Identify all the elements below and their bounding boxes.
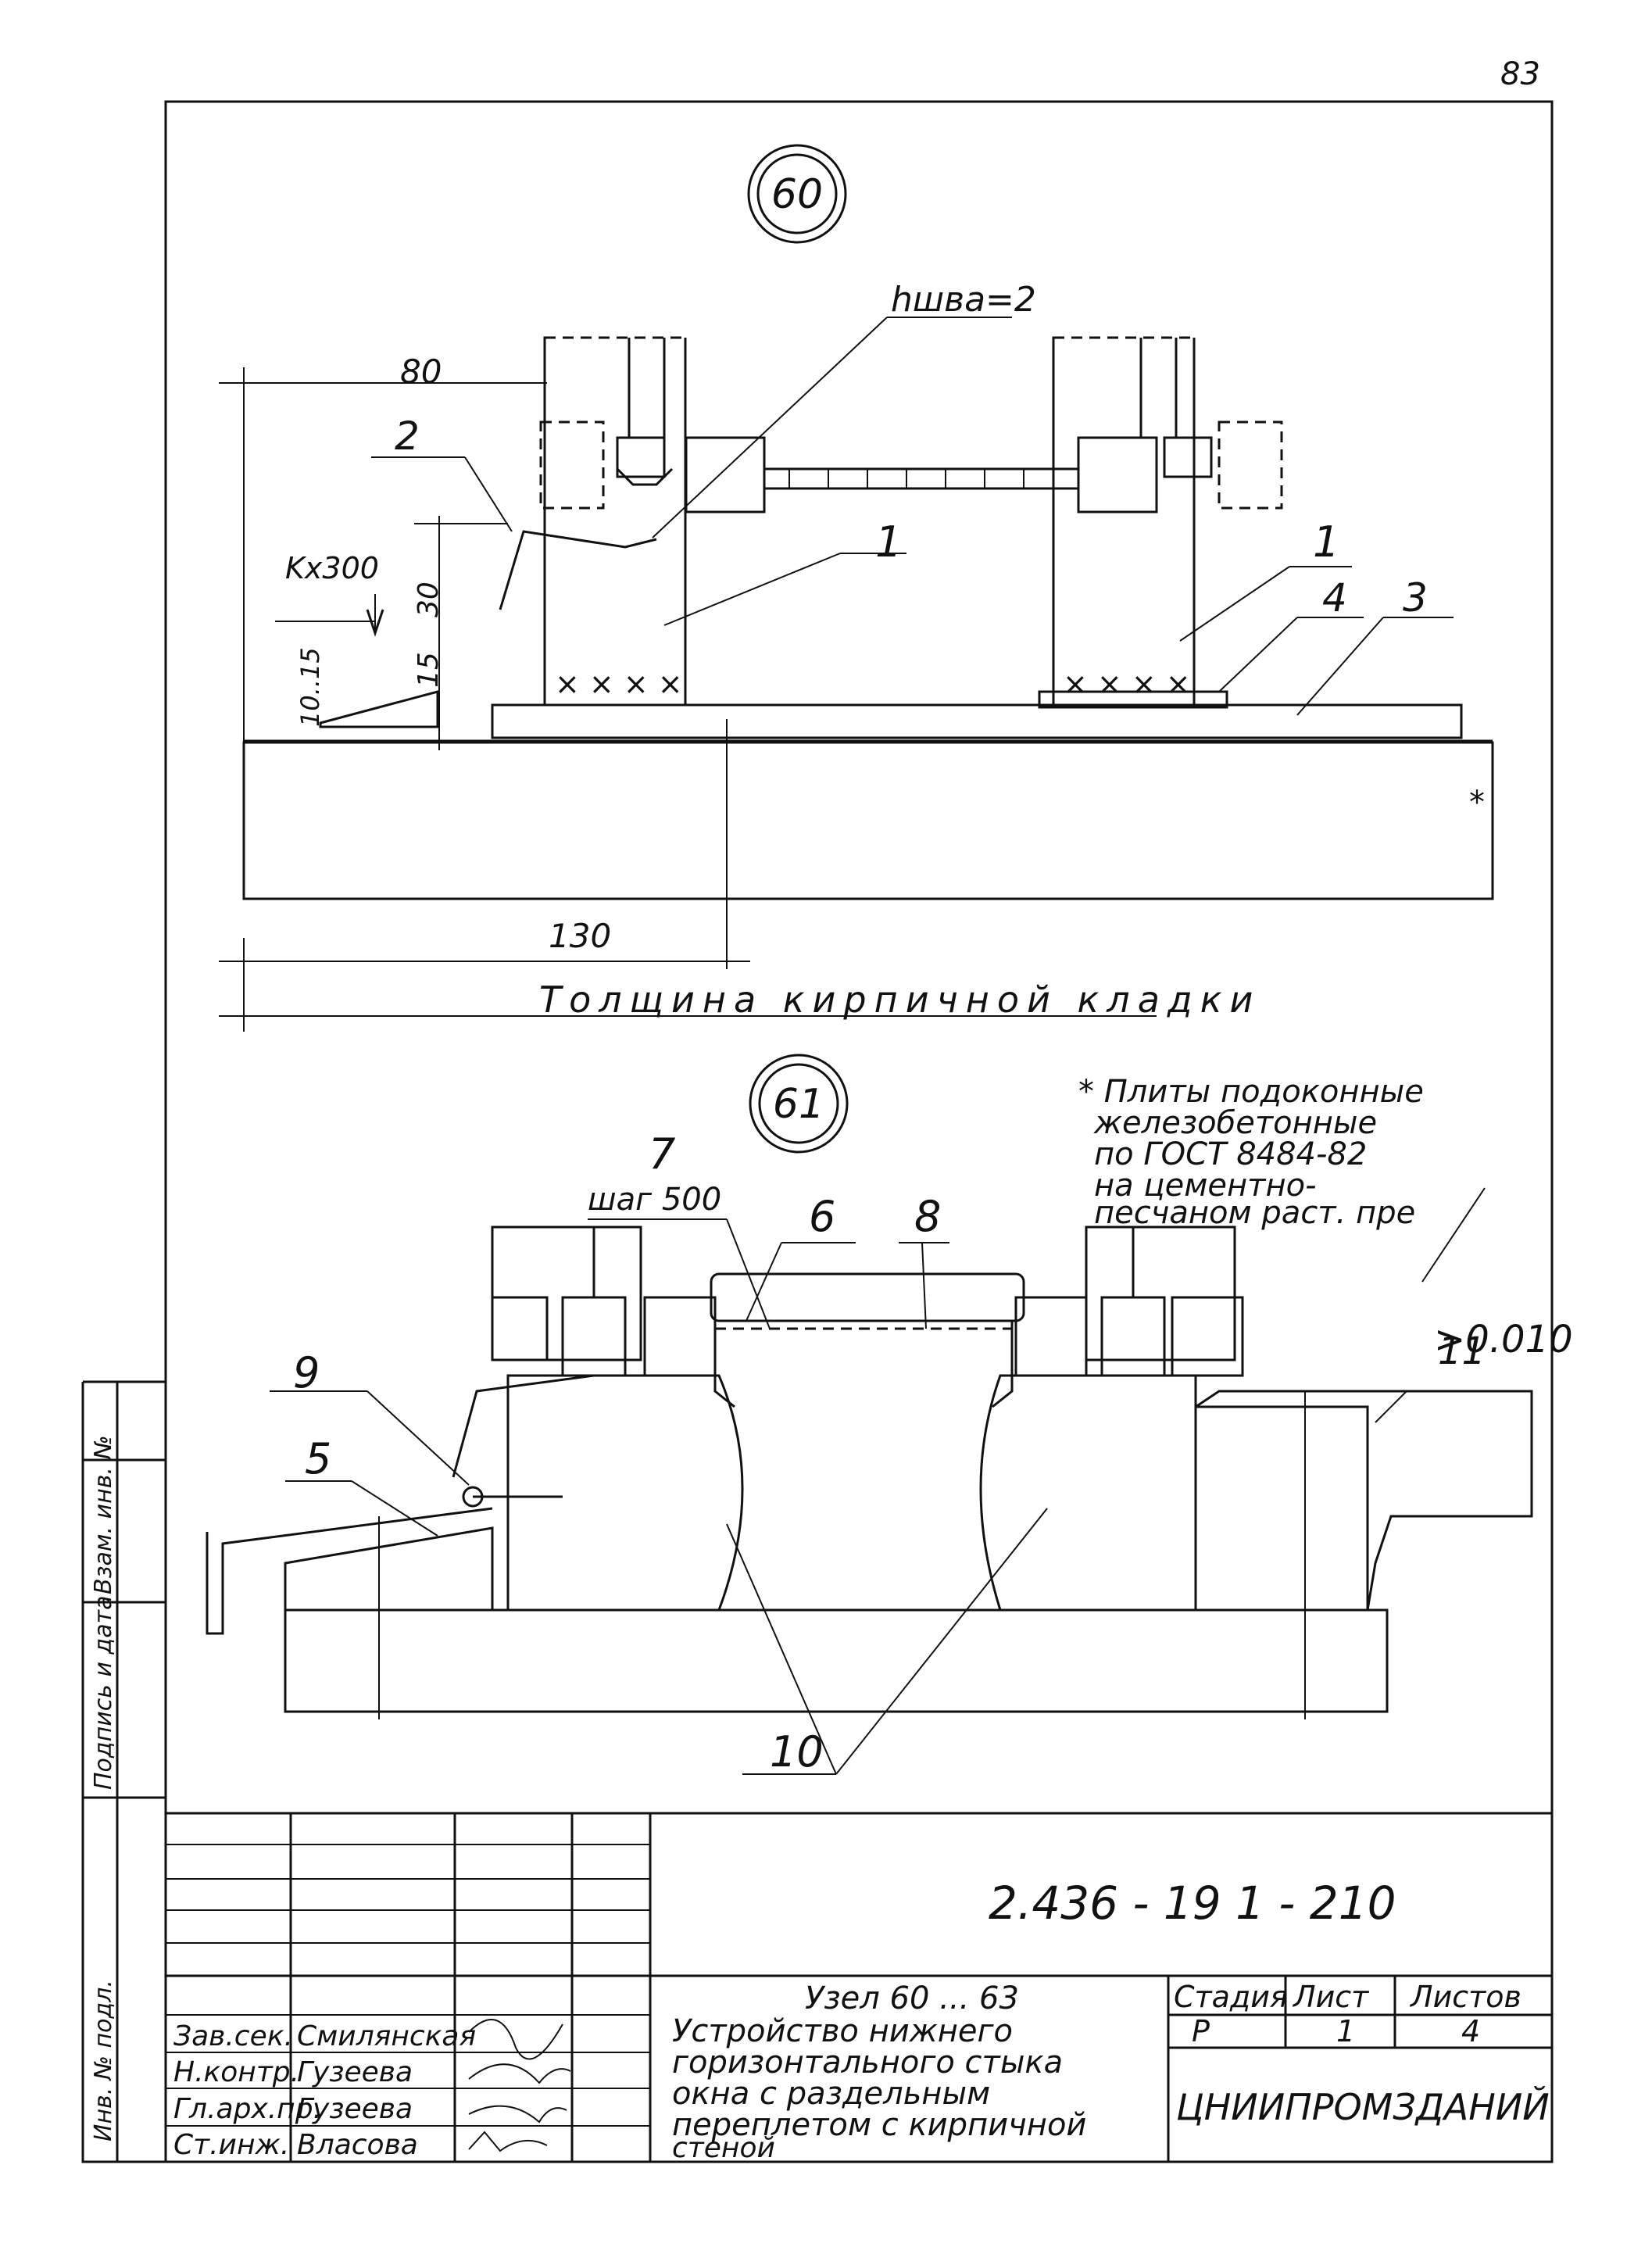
title-line-1: Узел 60 ... 63: [805, 1980, 1019, 2016]
callout-1-right: 1: [1313, 517, 1339, 567]
weld-thickness-label: hшвa=2: [891, 280, 1036, 320]
node-60-detail: 60 hшвa=2 × × × ×: [219, 144, 1494, 1032]
name-3: Гузеева: [297, 2093, 413, 2125]
sill-edge-profile: [319, 690, 439, 728]
mortar-bed-right: [1194, 1405, 1369, 1612]
callout-7: 7: [649, 1129, 675, 1179]
stamp-inv-number: Инв. № подл.: [90, 1980, 117, 2141]
dim-130: 130: [549, 917, 611, 955]
sealant-marks-right: × × × ×: [1063, 667, 1191, 701]
name-2: Гузеева: [297, 2056, 413, 2088]
role-4: Ст.инж.: [173, 2129, 289, 2161]
role-2: Н.контр.: [173, 2056, 299, 2088]
sheets-value: 4: [1461, 2014, 1480, 2048]
node-61-label: 61: [773, 1081, 824, 1128]
note-line-3: по ГОСТ 8484-82: [1094, 1136, 1367, 1172]
callout-3: 3: [1403, 575, 1428, 621]
window-sash-right: × × × ×: [1038, 336, 1283, 709]
callout-11: 11: [1438, 1329, 1486, 1373]
document-code: 2.436 - 19 1 - 210: [989, 1877, 1396, 1930]
title-line-3: горизонтального стыка: [672, 2045, 1063, 2081]
callout-6: 6: [809, 1192, 835, 1241]
note-block: * Плиты подоконные железобетонные по ГОС…: [1078, 1074, 1424, 1231]
title-line-6: стеной: [672, 2132, 775, 2164]
insulation-left: [506, 1374, 744, 1612]
sheet-value: 1: [1336, 2014, 1355, 2048]
callout-4: 4: [1322, 575, 1347, 621]
mortar-bed-left: [284, 1526, 494, 1612]
organization: ЦНИИПРОМЗДАНИЙ: [1176, 2086, 1550, 2128]
node-60-marker-inner: [756, 153, 838, 234]
title-line-2: Устройство нижнего: [672, 2013, 1013, 2049]
metal-flashing-2: [452, 1374, 595, 1478]
sill-slab: [491, 703, 1463, 739]
node-60-marker-outer: [747, 144, 847, 244]
wall-thickness-caption: Толщина кирпичной кладки: [539, 979, 1260, 1021]
dim-15: 15: [413, 652, 445, 688]
title-line-4: окна с раздельным: [672, 2076, 990, 2112]
title-block: 2.436 - 19 1 - 210 Узел 60 ... 63 Устрой…: [166, 1812, 1552, 2164]
precast-sill: [1194, 1390, 1533, 1612]
callout-8: 8: [914, 1192, 941, 1241]
stamp-replaced-inv: Взам. инв. №: [90, 1435, 117, 1594]
dim-10-15: 10..15: [295, 647, 325, 727]
role-1: Зав.сек.: [173, 2020, 293, 2052]
node-61-marker-outer: [749, 1054, 849, 1154]
dim-kx300: Kx300: [285, 551, 379, 585]
metal-flashing: [499, 530, 657, 610]
drip-flashing: [206, 1507, 493, 1635]
left-stamp: Инв. № подл. Подпись и дата Взам. инв. №: [81, 1380, 167, 2163]
brick-wall-section: [242, 741, 1494, 900]
footnote-mark: *: [1469, 785, 1485, 821]
timber-board: [710, 1272, 1025, 1322]
title-line-5: переплетом с кирпичной: [672, 2107, 1086, 2143]
page-number: 83: [1500, 56, 1540, 92]
note-line-1: * Плиты подоконные: [1078, 1074, 1424, 1110]
name-1: Смилянская: [297, 2020, 476, 2052]
callout-2: 2: [395, 413, 420, 459]
callout-1-left: 1: [875, 517, 902, 567]
dim-80: 80: [400, 352, 442, 391]
callout-10: 10: [770, 1727, 824, 1776]
node-61-detail: 61 7 шаг 500 6 8 9: [206, 1054, 1573, 1776]
note-line-2: железобетонные: [1093, 1105, 1377, 1141]
node-61-marker-inner: [758, 1063, 839, 1144]
stage-header: Стадия: [1174, 1980, 1288, 2014]
note-line-5: песчаном раст. пре: [1094, 1195, 1415, 1231]
sealant-marks-left: × × × ×: [555, 667, 683, 701]
stamp-signature-date: Подпись и дата: [90, 1596, 117, 1791]
signature-4: [468, 2131, 548, 2152]
signature-1: [468, 2019, 563, 2060]
role-3: Гл.арх.пр.: [173, 2093, 322, 2125]
signature-2: [468, 2063, 571, 2084]
insulation-right: [979, 1374, 1197, 1612]
callout-9: 9: [293, 1348, 320, 1397]
step-label: шаг 500: [588, 1182, 721, 1218]
name-4: Власова: [297, 2129, 418, 2161]
note-line-4: на цементно-: [1094, 1168, 1317, 1204]
sheets-header: Листов: [1409, 1980, 1521, 2014]
level-label: >0.010: [1434, 1318, 1573, 1361]
callout-5: 5: [305, 1434, 331, 1483]
sheet-header: Лист: [1292, 1980, 1370, 2014]
dim-30: 30: [413, 581, 445, 617]
drawing-frame: [164, 100, 1554, 2163]
window-sash-left: × × × ×: [539, 336, 1078, 707]
signature-3: [468, 2105, 567, 2124]
brick-wall-base: [284, 1608, 1389, 1713]
node-60-label: 60: [771, 171, 823, 218]
stage-value: Р: [1192, 2014, 1210, 2048]
